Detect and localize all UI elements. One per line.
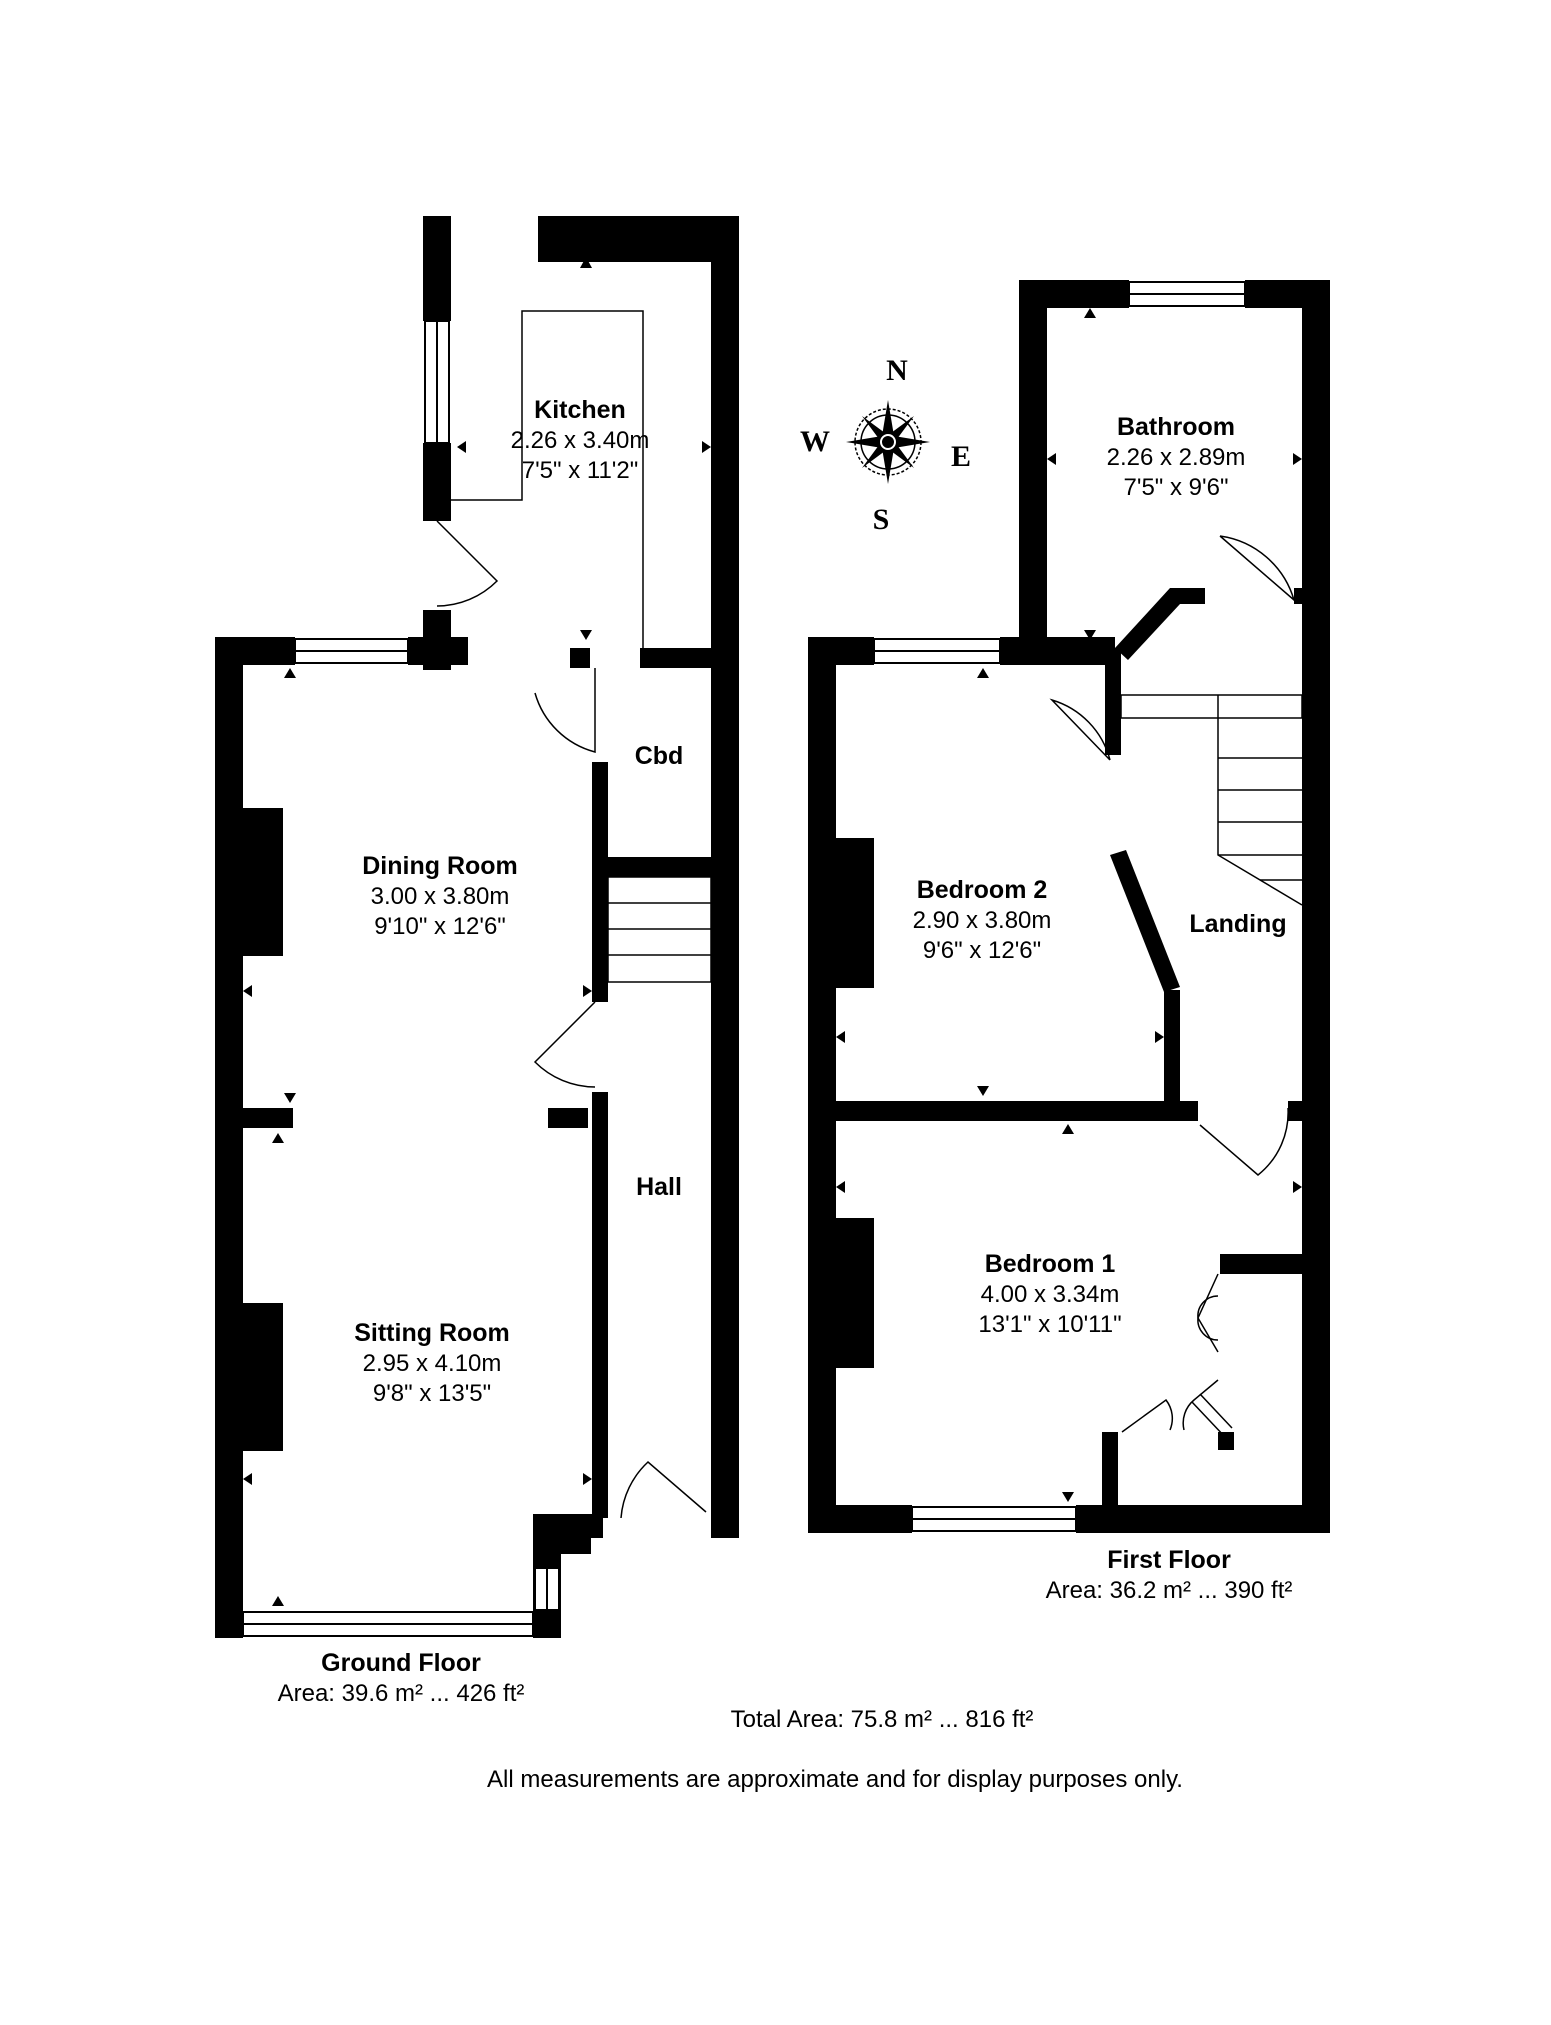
room-imperial: 9'6" x 12'6" xyxy=(922,937,1042,965)
ground-floor-plan xyxy=(215,216,739,1638)
room-metric: 2.26 x 3.40m xyxy=(510,427,650,455)
ground-dimension-arrows xyxy=(243,257,711,1606)
wall xyxy=(538,216,739,262)
chimney-breast xyxy=(243,1303,283,1451)
wall xyxy=(608,857,739,877)
compass-west: W xyxy=(800,425,830,458)
room-name: Dining Room xyxy=(362,852,518,880)
room-imperial: 9'8" x 13'5" xyxy=(372,1380,492,1408)
floor-area: Area: 36.2 m² ... 390 ft² xyxy=(1045,1577,1293,1605)
room-name: Bedroom 2 xyxy=(916,876,1048,904)
first-floor-plan xyxy=(808,280,1330,1533)
wall xyxy=(1294,588,1302,604)
total-area: Total Area: 75.8 m² ... 816 ft² xyxy=(730,1706,1034,1733)
first-stairs xyxy=(1120,694,1303,906)
first-floor-caption: First Floor Area: 36.2 m² ... 390 ft² xyxy=(1046,1545,1293,1606)
room-name: Bedroom 1 xyxy=(984,1250,1116,1278)
ground-floor-caption: Ground Floor Area: 39.6 m² ... 426 ft² xyxy=(278,1648,525,1709)
room-name: Bathroom xyxy=(1116,413,1236,441)
wall xyxy=(1000,637,1115,665)
compass-rose xyxy=(846,400,930,484)
wall xyxy=(1019,280,1047,648)
wall xyxy=(215,1610,243,1638)
wall xyxy=(561,1534,591,1554)
ground-stairs xyxy=(607,876,712,983)
floor-name: Ground Floor xyxy=(321,1649,481,1677)
room-metric: 3.00 x 3.80m xyxy=(370,883,510,911)
room-label-bathroom: Bathroom 2.26 x 2.89m 7'5" x 9'6" xyxy=(1107,412,1246,503)
wall xyxy=(808,1505,912,1533)
wall xyxy=(1302,280,1330,1533)
floor-area: Area: 39.6 m² ... 426 ft² xyxy=(277,1680,525,1708)
wall xyxy=(640,648,739,668)
ground-floor-windows xyxy=(242,320,560,1637)
wall xyxy=(1164,990,1180,1105)
wall xyxy=(1105,648,1121,755)
first-doors xyxy=(1049,535,1296,1439)
room-name: Hall xyxy=(636,1173,682,1201)
room-name: Kitchen xyxy=(534,396,626,424)
wall xyxy=(570,648,590,668)
wall xyxy=(408,637,468,665)
kitchen-fittings xyxy=(451,310,644,648)
compass-south: S xyxy=(872,503,890,536)
wall xyxy=(215,637,243,1637)
room-label-kitchen: Kitchen 2.26 x 3.40m 7'5" x 11'2" xyxy=(511,395,650,486)
room-label-hall: Hall xyxy=(636,1172,682,1203)
wall xyxy=(1220,1254,1302,1274)
room-name: Cbd xyxy=(634,742,684,770)
wall xyxy=(1076,1505,1330,1533)
first-dimension-arrows xyxy=(836,308,1302,1502)
chimney-breast xyxy=(836,838,874,988)
room-label-bedroom2: Bedroom 2 2.90 x 3.80m 9'6" x 12'6" xyxy=(913,875,1052,966)
room-metric: 4.00 x 3.34m xyxy=(980,1281,1120,1309)
room-metric: 2.90 x 3.80m xyxy=(912,907,1052,935)
room-name: Landing xyxy=(1189,910,1287,938)
room-metric: 2.95 x 4.10m xyxy=(362,1350,502,1378)
room-label-sitting: Sitting Room 2.95 x 4.10m 9'8" x 13'5" xyxy=(354,1318,510,1409)
ground-doors xyxy=(436,520,707,1519)
wall xyxy=(423,216,451,321)
chimney-breast xyxy=(836,1218,874,1368)
wall xyxy=(592,1092,608,1518)
wall xyxy=(423,443,451,521)
floor-name: First Floor xyxy=(1107,1546,1231,1574)
wall xyxy=(836,1101,1198,1121)
wall xyxy=(533,1610,561,1638)
room-label-dining: Dining Room 3.00 x 3.80m 9'10" x 12'6" xyxy=(362,851,518,942)
room-imperial: 13'1" x 10'11" xyxy=(978,1311,1122,1339)
first-floor-windows xyxy=(873,281,1246,1532)
wall xyxy=(1102,1432,1118,1518)
wall xyxy=(808,637,836,1533)
disclaimer: All measurements are approximate and for… xyxy=(487,1766,1183,1793)
room-label-bedroom1: Bedroom 1 4.00 x 3.34m 13'1" x 10'11" xyxy=(978,1249,1121,1340)
wall xyxy=(1218,1432,1234,1450)
room-label-landing: Landing xyxy=(1189,909,1286,940)
compass-north: N xyxy=(886,354,908,387)
room-metric: 2.26 x 2.89m xyxy=(1106,444,1246,472)
room-imperial: 7'5" x 9'6" xyxy=(1123,474,1229,502)
wall xyxy=(1019,280,1129,308)
wall xyxy=(243,1108,293,1128)
room-label-cbd: Cbd xyxy=(635,741,684,772)
room-imperial: 9'10" x 12'6" xyxy=(374,913,506,941)
room-imperial: 7'5" x 11'2" xyxy=(521,457,639,485)
chimney-breast xyxy=(243,808,283,956)
wall xyxy=(1288,1101,1308,1121)
compass-east: E xyxy=(950,440,972,473)
wall xyxy=(548,1108,588,1128)
room-name: Sitting Room xyxy=(354,1319,510,1347)
wall xyxy=(592,762,608,1002)
